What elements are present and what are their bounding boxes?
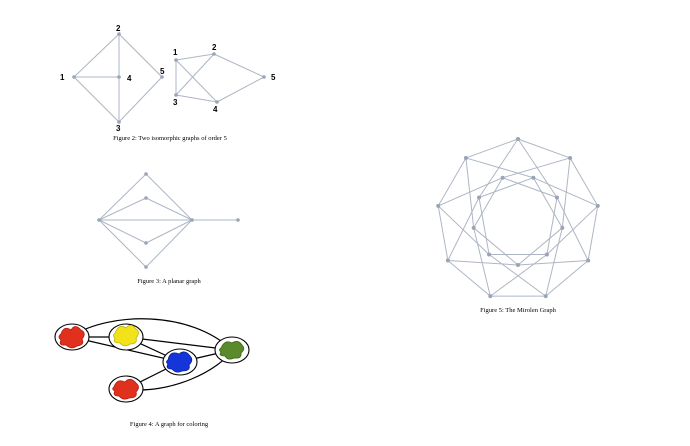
fig3-vertex xyxy=(190,218,194,222)
fig5-vertex xyxy=(487,252,492,257)
figure5-mirolen-graph xyxy=(436,137,600,299)
fig5-edge xyxy=(533,177,598,207)
fig2a-label-4: 4 xyxy=(127,74,132,83)
fig5-edge xyxy=(490,254,548,297)
fig2b-label-3: 3 xyxy=(173,98,178,107)
fig5-edge xyxy=(517,138,558,198)
red-node xyxy=(108,375,144,403)
fig5-vertex xyxy=(500,175,505,180)
fig2b-label-5: 5 xyxy=(271,73,276,82)
fig3-vertex xyxy=(144,265,148,269)
fig5-edge xyxy=(473,177,504,229)
fig5-edge xyxy=(478,138,519,198)
fig2a-label-3: 3 xyxy=(116,124,121,133)
fig5-vertex xyxy=(595,203,600,208)
fig5-edge xyxy=(532,177,563,229)
fig5-vertex xyxy=(445,258,450,263)
fig5-edge xyxy=(517,138,571,159)
fig2a-vertex-5 xyxy=(160,75,164,79)
fig5-edge xyxy=(478,197,490,255)
fig5-edge xyxy=(465,157,534,179)
fig5-vertex xyxy=(463,155,468,160)
figure5-caption: Figure 5: The Mirolen Graph xyxy=(480,307,556,314)
fig2a-vertex-1 xyxy=(72,75,76,79)
fig5-edge xyxy=(502,157,571,179)
fig2a-label-1: 1 xyxy=(60,73,65,82)
fig5-edge xyxy=(478,177,534,198)
fig2b-vertex-4 xyxy=(215,100,219,104)
fig5-edge xyxy=(473,227,519,266)
fig5-vertex xyxy=(560,225,565,230)
fig5-edge xyxy=(545,227,563,297)
fig3-vertex xyxy=(97,218,101,222)
fig5-edge xyxy=(465,157,475,228)
fig5-vertex xyxy=(516,263,520,267)
fig3-vertex xyxy=(144,172,148,176)
fig5-vertex xyxy=(488,294,493,299)
fig5-vertex xyxy=(543,294,548,299)
fig5-edge xyxy=(437,205,490,255)
fig5-vertex xyxy=(436,203,441,208)
fig5-edge xyxy=(447,260,491,297)
green-node xyxy=(214,336,250,364)
fig5-edge xyxy=(465,138,519,159)
yellow-node xyxy=(108,323,144,351)
fig5-vertex xyxy=(516,137,520,141)
fig5-edge xyxy=(517,227,563,266)
fig5-vertex xyxy=(554,195,559,200)
fig2a-label-2: 2 xyxy=(116,24,121,33)
figure2-graph-a: 1 2 4 5 3 xyxy=(60,24,165,133)
fig5-edge xyxy=(502,177,558,198)
red-node xyxy=(54,323,90,351)
fig5-vertex xyxy=(544,252,549,257)
fig5-edge xyxy=(437,157,467,207)
fig2b-vertex-2 xyxy=(212,52,216,56)
fig5-edge xyxy=(473,227,491,297)
fig2b-label-4: 4 xyxy=(213,105,218,114)
fig5-edge xyxy=(546,205,599,255)
fig5-edge xyxy=(569,157,599,207)
fig5-edge xyxy=(488,254,546,297)
fig2b-vertex-3 xyxy=(174,93,178,97)
fig5-vertex xyxy=(586,258,591,263)
fig5-vertex xyxy=(477,195,482,200)
fig3-vertex xyxy=(236,218,240,222)
figure3-caption: Figure 3: A planar graph xyxy=(137,278,201,285)
fig2a-vertex-4 xyxy=(117,75,121,79)
figure2-graph-b: 1 2 5 3 4 xyxy=(173,43,276,114)
fig2b-vertex-5 xyxy=(262,75,266,79)
fig5-edge xyxy=(517,260,589,266)
figure2-caption: Figure 2: Two isomorphic graphs of order… xyxy=(113,135,227,142)
fig5-edge xyxy=(437,205,449,261)
fig2a-vertex-2 xyxy=(117,32,121,36)
figure3-planar-graph xyxy=(97,172,240,269)
figure4-coloring-graph xyxy=(54,318,250,403)
fig5-edge xyxy=(447,197,480,261)
fig3-vertex xyxy=(144,196,148,200)
fig5-edge xyxy=(438,177,503,207)
fig5-vertex xyxy=(531,175,536,180)
fig5-edge xyxy=(556,197,589,261)
blue-node xyxy=(162,348,198,376)
fig2b-label-1: 1 xyxy=(173,48,178,57)
figure4-caption: Figure 4: A graph for coloring xyxy=(130,421,209,428)
fig5-vertex xyxy=(568,155,573,160)
fig5-edge xyxy=(546,197,558,255)
fig2a-label-5: 5 xyxy=(160,67,165,76)
fig5-edge xyxy=(561,157,571,228)
fig2a-vertex-3 xyxy=(117,120,121,124)
fig5-edge xyxy=(545,260,589,297)
fig2b-vertex-1 xyxy=(174,58,178,62)
fig2b-label-2: 2 xyxy=(212,43,217,52)
fig3-vertex xyxy=(144,241,148,245)
fig5-edge xyxy=(587,205,599,261)
fig5-vertex xyxy=(471,225,476,230)
fig5-edge xyxy=(447,260,519,266)
